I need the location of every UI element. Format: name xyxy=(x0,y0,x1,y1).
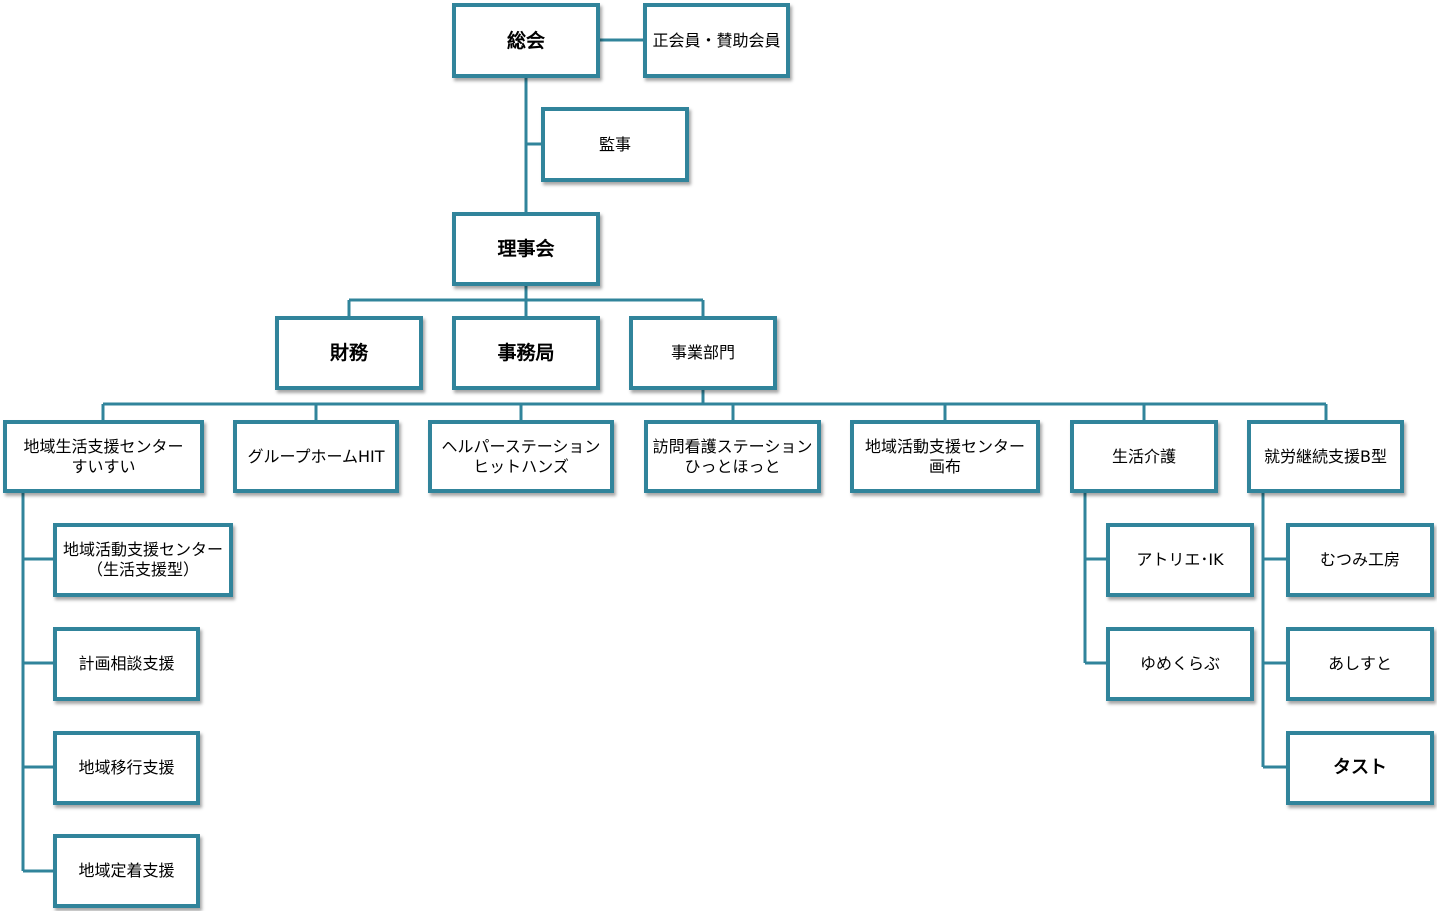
employment-b-label: 就労継続支援B型 xyxy=(1264,446,1387,466)
atelier-ik-label: アトリエ･IK xyxy=(1136,550,1224,569)
members-box: 正会員・賛助会員 xyxy=(643,3,790,78)
settlement-box: 地域定着支援 xyxy=(53,834,200,908)
center-gafu-box: 地域活動支援センター 画布 xyxy=(850,420,1040,493)
general-meeting-box: 総会 xyxy=(452,3,600,78)
activity-center-life-label: 地域活動支援センター （生活支援型） xyxy=(62,540,223,579)
center-suisui-box: 地域生活支援センター すいすい xyxy=(3,420,204,493)
helper-station-label: ヘルパーステーション ヒットハンズ xyxy=(441,436,601,476)
plan-consult-box: 計画相談支援 xyxy=(53,627,200,701)
grouphome-label: グループホームHIT xyxy=(247,446,385,466)
business-label: 事業部門 xyxy=(670,343,735,362)
employment-b-box: 就労継続支援B型 xyxy=(1247,420,1404,493)
plan-consult-label: 計画相談支援 xyxy=(78,654,175,673)
nursing-station-box: 訪問看護ステーション ひっとほっと xyxy=(644,420,821,493)
transition-label: 地域移行支援 xyxy=(78,758,175,777)
ashisuto-box: あしすと xyxy=(1286,627,1434,701)
general-meeting-label: 総会 xyxy=(506,29,545,52)
grouphome-box: グループホームHIT xyxy=(233,420,399,493)
board-box: 理事会 xyxy=(452,212,600,286)
mutsumi-box: むつみ工房 xyxy=(1286,523,1434,597)
atelier-ik-box: アトリエ･IK xyxy=(1106,523,1254,597)
activity-center-life-box: 地域活動支援センター （生活支援型） xyxy=(53,523,233,597)
settlement-label: 地域定着支援 xyxy=(78,861,175,880)
members-label: 正会員・賛助会員 xyxy=(652,30,781,50)
ashisuto-label: あしすと xyxy=(1328,654,1392,673)
yumekurabu-label: ゆめくらぶ xyxy=(1139,654,1220,673)
secretariat-label: 事務局 xyxy=(497,342,555,364)
nursing-station-label: 訪問看護ステーション ひっとほっと xyxy=(652,436,813,476)
finance-label: 財務 xyxy=(329,342,368,364)
yumekurabu-box: ゆめくらぶ xyxy=(1106,627,1254,701)
center-suisui-label: 地域生活支援センター すいすい xyxy=(23,436,184,476)
transition-box: 地域移行支援 xyxy=(53,731,200,805)
helper-station-box: ヘルパーステーション ヒットハンズ xyxy=(428,420,614,493)
tasuto-box: タスト xyxy=(1286,731,1434,805)
life-care-box: 生活介護 xyxy=(1070,420,1218,493)
finance-box: 財務 xyxy=(275,316,423,390)
tasuto-label: タスト xyxy=(1333,757,1387,778)
secretariat-box: 事務局 xyxy=(452,316,600,390)
board-label: 理事会 xyxy=(497,238,555,260)
mutsumi-label: むつみ工房 xyxy=(1319,550,1400,569)
business-box: 事業部門 xyxy=(629,316,777,390)
auditor-label: 監事 xyxy=(598,134,631,154)
life-care-label: 生活介護 xyxy=(1111,446,1176,466)
center-gafu-label: 地域活動支援センター 画布 xyxy=(864,436,1025,476)
auditor-box: 監事 xyxy=(541,107,689,182)
